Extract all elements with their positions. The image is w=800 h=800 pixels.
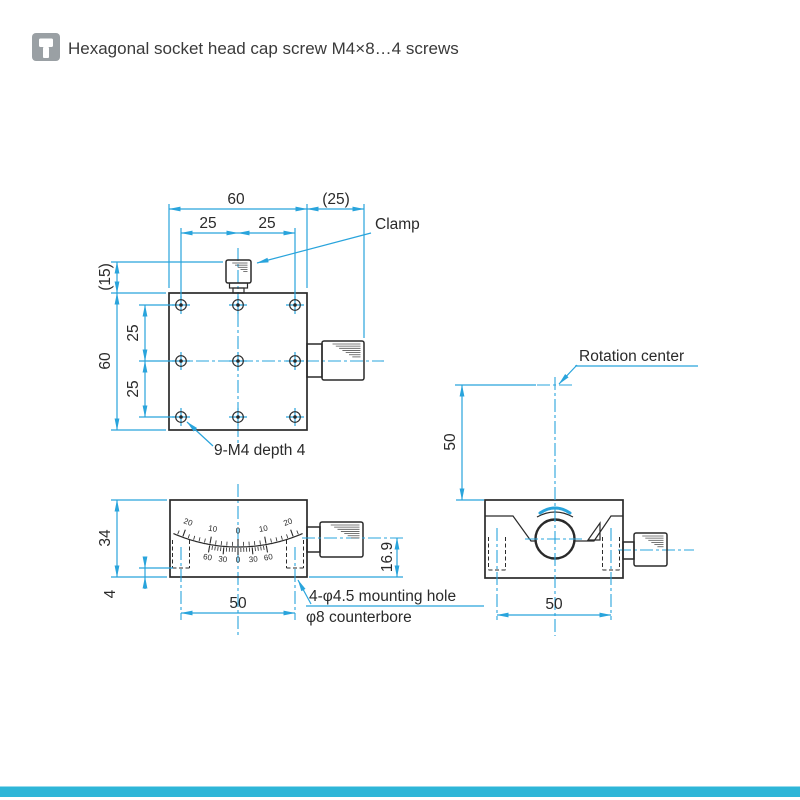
dim-text-25-aux: (25) — [322, 191, 350, 208]
dim-text-15: (15) — [97, 263, 114, 291]
scale-tick — [215, 540, 217, 545]
screw-hole-center — [179, 415, 183, 419]
screw-hole-center — [293, 415, 297, 419]
scale-tick — [182, 529, 186, 537]
cap-screw-icon-shaft — [43, 47, 49, 58]
screw-hole — [289, 411, 301, 423]
dim-text-50-vert: 50 — [442, 433, 459, 451]
screw-hole — [175, 355, 187, 367]
screw-hole — [232, 299, 244, 311]
screw-hole — [175, 299, 187, 311]
dim-text-60: 60 — [227, 191, 245, 208]
screw-hole-center — [293, 359, 297, 363]
scale-tick — [275, 537, 278, 542]
front-view: 60 (25) 25 25 (15) 60 25 25 Clamp 9-M4 d… — [97, 191, 420, 459]
scale-tick — [264, 536, 267, 544]
scale-tick — [187, 534, 190, 539]
scale-tick — [209, 536, 212, 544]
dim-text-25c: 25 — [125, 324, 142, 341]
thread-label: 9-M4 depth 4 — [214, 442, 306, 459]
vernier-tick — [251, 547, 254, 555]
cap-screw-icon-head — [39, 38, 53, 47]
screw-hole — [232, 355, 244, 367]
header-note: Hexagonal socket head cap screw M4×8…4 s… — [68, 39, 459, 58]
screw-hole — [175, 411, 187, 423]
rotation-center-label: Rotation center — [579, 348, 684, 365]
mount-hole-label: 4-φ4.5 mounting hole — [309, 588, 456, 605]
mount-hole-leader — [297, 579, 312, 605]
scale-label: 20 — [282, 516, 294, 528]
thread-leader — [186, 421, 214, 447]
dim-text-25a: 25 — [199, 215, 216, 232]
end-view: 50 50 Rotation center — [442, 348, 698, 636]
scale-tick — [193, 535, 196, 540]
screw-hole-center — [179, 359, 183, 363]
header: Hexagonal socket head cap screw M4×8…4 s… — [32, 33, 459, 61]
screw-hole-center — [236, 359, 240, 363]
screw-hole-center — [236, 303, 240, 307]
clamp-label: Clamp — [375, 216, 420, 233]
counterbore-label: φ8 counterbore — [306, 609, 412, 626]
scale-tick — [296, 530, 299, 535]
curved-surface-highlight — [538, 506, 572, 515]
scale-tick — [286, 534, 289, 539]
dim-text-50: 50 — [229, 595, 247, 612]
generated-detail: 20 10 0 10 20 60 30 0 30 60 — [172, 262, 664, 565]
vernier-tick — [263, 545, 265, 551]
scale-label: 10 — [258, 523, 269, 534]
vernier-tick — [207, 545, 211, 553]
scale-label: 30 — [248, 554, 258, 564]
drive-knob — [321, 340, 365, 381]
scale-label: 0 — [236, 556, 241, 565]
scale-label: 60 — [202, 552, 213, 563]
drive-knob — [633, 532, 668, 567]
vernier-tick — [265, 545, 269, 553]
scale-label: 30 — [218, 554, 228, 564]
scale-tick — [280, 535, 283, 540]
screw-hole-center — [293, 303, 297, 307]
scale-tick — [259, 540, 261, 545]
clamp-wedge — [586, 521, 601, 541]
dim-text-4: 4 — [102, 589, 119, 598]
scale-label: 20 — [182, 516, 194, 528]
dim-text-34: 34 — [97, 529, 114, 547]
drive-knob — [319, 521, 364, 558]
scale-label: 60 — [263, 552, 274, 563]
scale-tick — [290, 529, 294, 537]
screw-hole — [289, 355, 301, 367]
scale-label: 0 — [236, 527, 241, 536]
scale-tick — [198, 537, 201, 542]
dim-text-25b: 25 — [258, 215, 275, 232]
screw-hole-center — [179, 303, 183, 307]
vernier-tick — [211, 545, 213, 551]
clamp-base-step2 — [232, 287, 245, 294]
dim-text-60-left: 60 — [97, 352, 114, 370]
scale-label: 10 — [207, 524, 218, 535]
vernier-tick — [214, 546, 216, 551]
degree-scale-arc — [173, 533, 303, 548]
scale-tick — [270, 538, 272, 543]
screw-hole — [232, 411, 244, 423]
vernier-tick — [260, 546, 262, 551]
stage-body-end — [484, 499, 624, 579]
dim-text-50-horiz: 50 — [545, 596, 563, 613]
clamp-leader — [256, 232, 372, 264]
screw-hole-center — [236, 415, 240, 419]
dim-text-25d: 25 — [125, 380, 142, 397]
scale-tick — [177, 530, 180, 535]
side-view: 34 4 50 16.9 4-φ4.5 mounting hole φ8 cou… — [97, 484, 484, 636]
screw-hole — [289, 299, 301, 311]
footer-accent-bar — [0, 786, 800, 797]
dim-text-169: 16.9 — [379, 542, 396, 572]
scale-tick — [204, 538, 206, 543]
vernier-tick — [222, 547, 225, 555]
rotation-center-leader — [558, 364, 578, 385]
knob-collar — [306, 526, 321, 553]
